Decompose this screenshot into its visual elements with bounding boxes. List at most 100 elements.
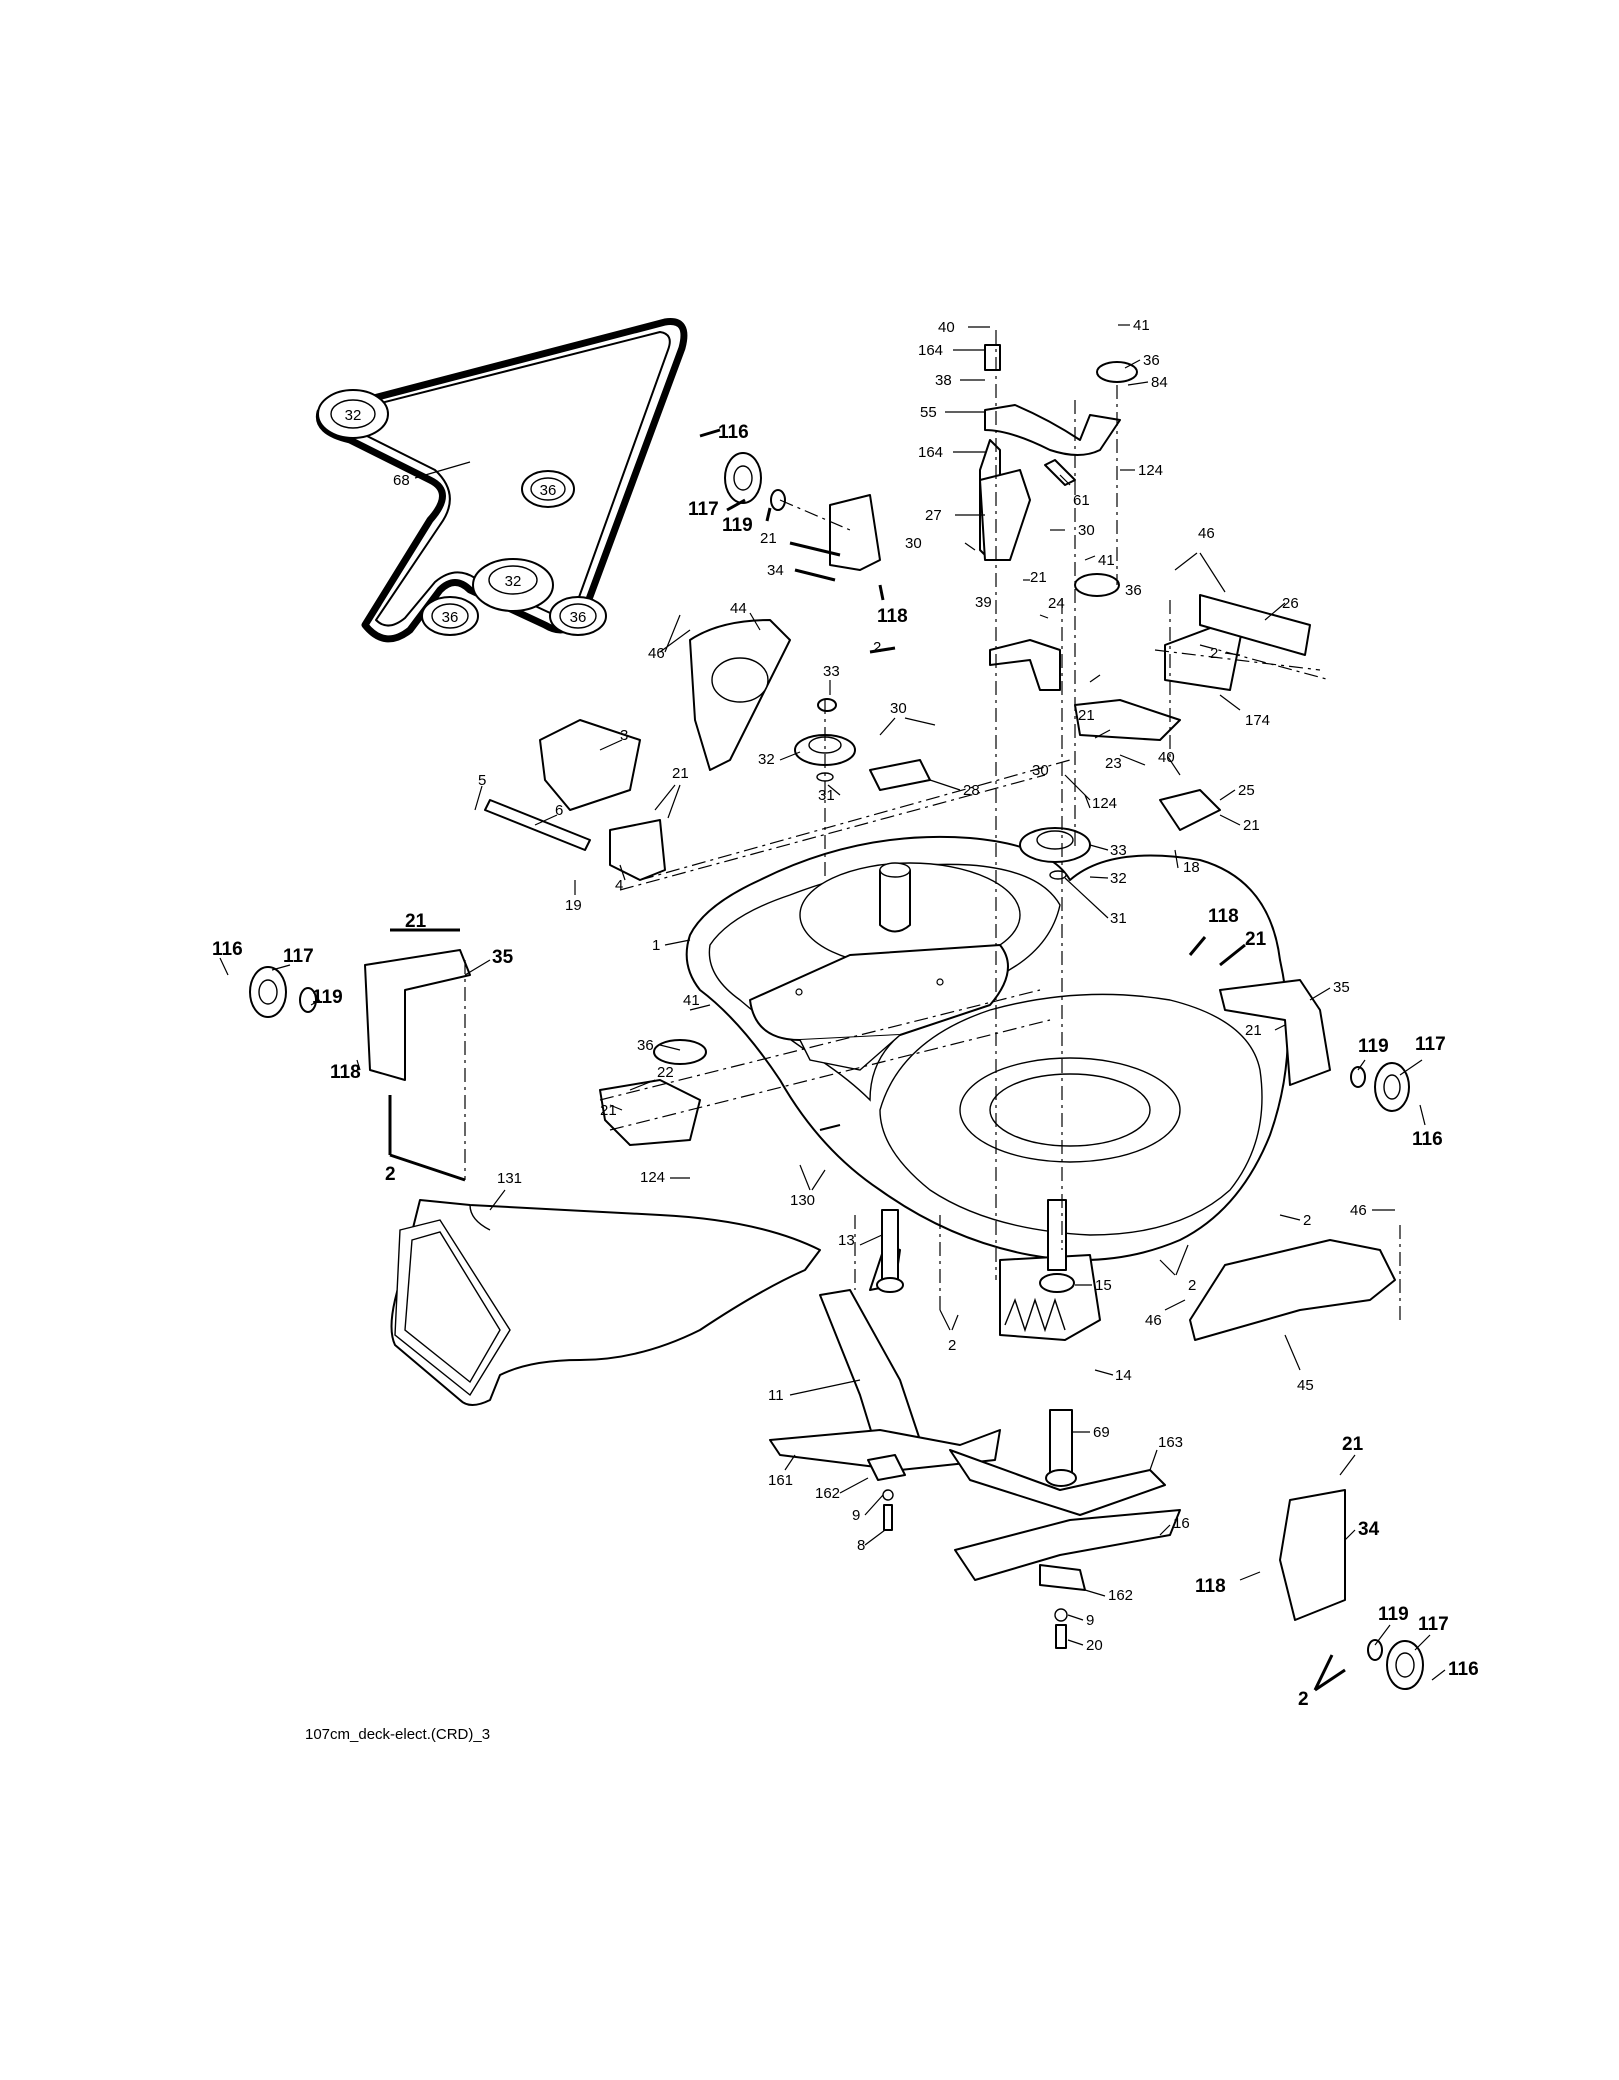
callout-34-top: 34 <box>767 562 784 579</box>
pulley-36-right: 36 <box>521 470 575 508</box>
callout-21-right: 21 <box>1078 707 1095 724</box>
deck-belt-shield-raised <box>749 944 1009 1041</box>
callout-2-topright: 2 <box>1210 645 1218 662</box>
callout-118-top: 118 <box>877 606 908 627</box>
callout-161: 161 <box>768 1472 793 1489</box>
callout-3: 3 <box>620 727 628 744</box>
callout-131: 131 <box>497 1170 522 1187</box>
callout-2-bottom: 2 <box>1298 1689 1309 1710</box>
gauge-wheel-left <box>249 949 471 1081</box>
callout-164-mid: 164 <box>918 444 943 461</box>
callout-18: 18 <box>1183 859 1200 876</box>
callout-30-a: 30 <box>905 535 922 552</box>
idler-bracket-assembly <box>979 344 1311 741</box>
callout-32-right: 32 <box>1110 870 1127 887</box>
callout-119-right: 119 <box>1358 1036 1389 1057</box>
spacer-119-top <box>770 489 786 511</box>
blade-washer-162-left <box>867 1454 906 1481</box>
bracket-4 <box>609 819 666 881</box>
callout-117-top: 117 <box>688 499 719 520</box>
callout-118-right: 118 <box>1208 906 1239 927</box>
pulley-32-top: 32 <box>317 389 389 439</box>
callout-21-lower: 21 <box>600 1102 617 1119</box>
gauge-wheel-top <box>724 452 786 511</box>
callout-39: 39 <box>975 594 992 611</box>
spacer-119-bottom <box>1367 1639 1383 1661</box>
washer-9-right <box>1054 1608 1068 1622</box>
callout-26: 26 <box>1282 595 1299 612</box>
discharge-chute <box>390 1199 821 1406</box>
bracket-34-top <box>829 494 881 571</box>
callout-30-c: 30 <box>890 700 907 717</box>
callout-117-right: 117 <box>1415 1034 1446 1055</box>
callout-4: 4 <box>615 877 623 894</box>
callout-119-bottom: 119 <box>1378 1604 1409 1625</box>
callout-9-right: 9 <box>1086 1612 1094 1629</box>
callout-164-top: 164 <box>918 342 943 359</box>
bracket-34-bottom <box>1279 1489 1346 1621</box>
callout-22: 22 <box>657 1064 674 1081</box>
callout-117-left: 117 <box>283 946 314 967</box>
mower-belt-68 <box>315 318 688 643</box>
belt-assembly: 32 36 32 36 36 68 <box>315 318 688 643</box>
blade-16 <box>954 1509 1181 1581</box>
bracket-35-right <box>1219 979 1331 1086</box>
callout-44: 44 <box>730 600 747 617</box>
callout-5: 5 <box>478 772 486 789</box>
mower-deck-housing <box>685 835 1289 1261</box>
callout-46-right: 46 <box>1350 1202 1367 1219</box>
blade-left-assembly <box>769 1209 1001 1531</box>
callout-118-bottom: 118 <box>1195 1576 1226 1597</box>
callout-34-bottom: 34 <box>1358 1519 1380 1540</box>
callout-leaders <box>219 324 1446 1692</box>
callout-numbers: 40 164 38 55 164 41 36 84 124 61 116 117… <box>212 317 1479 1710</box>
belt-guard-44 <box>689 619 791 771</box>
bolt-20 <box>1055 1624 1067 1649</box>
callout-118-left: 118 <box>330 1062 361 1083</box>
callout-28: 28 <box>963 782 980 799</box>
pulley-label-32-center: 32 <box>505 573 522 590</box>
pulley-36-bottom: 36 <box>549 596 607 636</box>
callout-162-right: 162 <box>1108 1587 1133 1604</box>
callout-21-bottom: 21 <box>1342 1434 1364 1455</box>
callout-2-center: 2 <box>948 1337 956 1354</box>
callout-36-mid: 36 <box>1125 582 1142 599</box>
bar-6 <box>484 799 591 851</box>
callout-21-wheel-left: 21 <box>405 911 427 932</box>
callout-13: 13 <box>838 1232 855 1249</box>
pulley-label-36-bottom: 36 <box>570 609 587 626</box>
callout-41-mid: 41 <box>1098 552 1115 569</box>
callout-25: 25 <box>1238 782 1255 799</box>
callout-31-right: 31 <box>1110 910 1127 927</box>
callout-162-left: 162 <box>815 1485 840 1502</box>
callout-117-bottom: 117 <box>1418 1614 1449 1635</box>
callout-20: 20 <box>1086 1637 1103 1654</box>
bolt-8 <box>883 1504 893 1531</box>
idler-arm-55 <box>984 404 1121 456</box>
callout-124-lower: 124 <box>640 1169 665 1186</box>
callout-130: 130 <box>790 1192 815 1209</box>
idler-36-left <box>653 1039 707 1065</box>
callout-21-left: 21 <box>672 765 689 782</box>
callout-40-mid: 40 <box>1158 749 1175 766</box>
callout-116-right: 116 <box>1412 1129 1443 1150</box>
callout-38: 38 <box>935 372 952 389</box>
bearing-15 <box>1039 1273 1075 1293</box>
callout-61: 61 <box>1073 492 1090 509</box>
callout-21-farright: 21 <box>1243 817 1260 834</box>
callout-16: 16 <box>1173 1515 1190 1532</box>
center-pulley-assembly <box>653 361 1138 1065</box>
callout-23: 23 <box>1105 755 1122 772</box>
callout-30-b: 30 <box>1078 522 1095 539</box>
callout-116-bottom: 116 <box>1448 1659 1479 1680</box>
chute-body <box>390 1199 821 1406</box>
blade-right-assembly <box>949 1199 1181 1649</box>
callout-21-wheel-right: 21 <box>1245 929 1267 950</box>
callout-116-left: 116 <box>212 939 243 960</box>
callout-119-top: 119 <box>722 515 753 536</box>
nut-33-mid <box>817 698 837 712</box>
gauge-wheel-bottom <box>1279 1489 1424 1690</box>
callout-35-right: 35 <box>1333 979 1350 996</box>
mower-belt-inner-edge <box>329 331 671 627</box>
callout-35-left: 35 <box>492 947 514 968</box>
